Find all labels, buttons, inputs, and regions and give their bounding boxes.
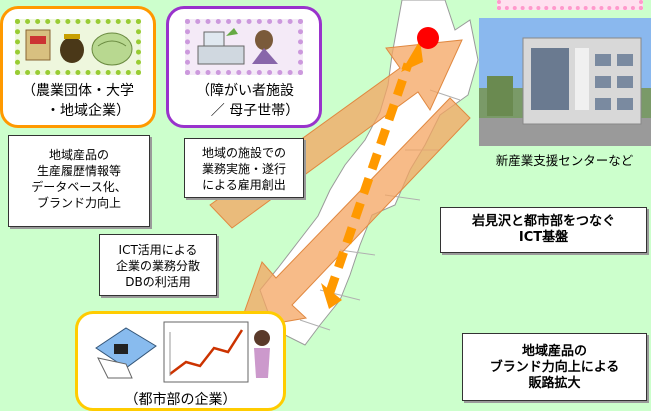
agri-desc-line: 地域産品の [48, 148, 109, 162]
building-icon [479, 18, 651, 146]
brand-box-line: 地域産品の [521, 344, 587, 359]
ict-infrastructure-box: 岩見沢と都市部をつなぐ ICT基盤 [440, 207, 647, 253]
brand-box-line: 販路拡大 [528, 376, 581, 391]
support-center-caption: 新産業支援センターなど [495, 153, 634, 168]
city-caption: （都市部の企業） [124, 392, 237, 408]
agri-desc-line: 生産履歴情報等 [36, 164, 121, 178]
welfare-desc-line: 地域の施設での [201, 146, 286, 160]
brand-expansion-box: 地域産品の ブランド力向上による 販路拡大 [462, 333, 647, 401]
welfare-group: （障がい者施設 ／ 母子世帯） [166, 6, 322, 128]
welfare-caption-1: （障がい者施設 [196, 83, 294, 99]
produce-icon [25, 29, 133, 66]
welfare-desc-line: 業務実施・遂行 [201, 162, 286, 176]
produce-photo [15, 19, 141, 75]
support-center-photo [479, 18, 651, 146]
agriculture-group: （農業団体・大学 ・地域企業） [0, 6, 156, 128]
welfare-caption-2: ／ 母子世帯） [210, 103, 300, 119]
pink-banner [497, 0, 643, 10]
ict-usage-line: DBの利活用 [125, 275, 191, 289]
agri-caption-1: （農業団体・大学 [22, 83, 134, 99]
agri-description-box: 地域産品の 生産履歴情報等 データベース化、 ブランド力向上 [8, 135, 150, 227]
worker-illustration-icon [197, 28, 278, 65]
dash-arrowhead-top [401, 40, 423, 72]
agri-desc-line: データベース化、 [31, 180, 127, 194]
ict-usage-line: 企業の業務分散 [115, 259, 200, 273]
ict-usage-line: ICT活用による [118, 243, 198, 257]
city-companies-group: （都市部の企業） [75, 311, 286, 411]
welfare-desc-line: による雇用創出 [202, 178, 286, 192]
ict-box-line: ICT基盤 [518, 230, 569, 245]
dash-arrowhead-bottom [321, 283, 342, 309]
welfare-description-box: 地域の施設での 業務実施・遂行 による雇用創出 [184, 138, 304, 198]
welfare-photo [185, 19, 303, 75]
dashed-link [325, 62, 413, 294]
brand-box-line: ブランド力向上による [489, 360, 620, 375]
iwamizawa-dot [417, 27, 439, 49]
business-growth-icon [95, 321, 270, 383]
agri-caption-2: ・地域企業） [46, 103, 130, 119]
ict-usage-box: ICT活用による 企業の業務分散 DBの利活用 [99, 234, 217, 296]
ict-box-line: 岩見沢と都市部をつなぐ [471, 214, 615, 229]
agri-desc-line: ブランド力向上 [36, 196, 121, 210]
